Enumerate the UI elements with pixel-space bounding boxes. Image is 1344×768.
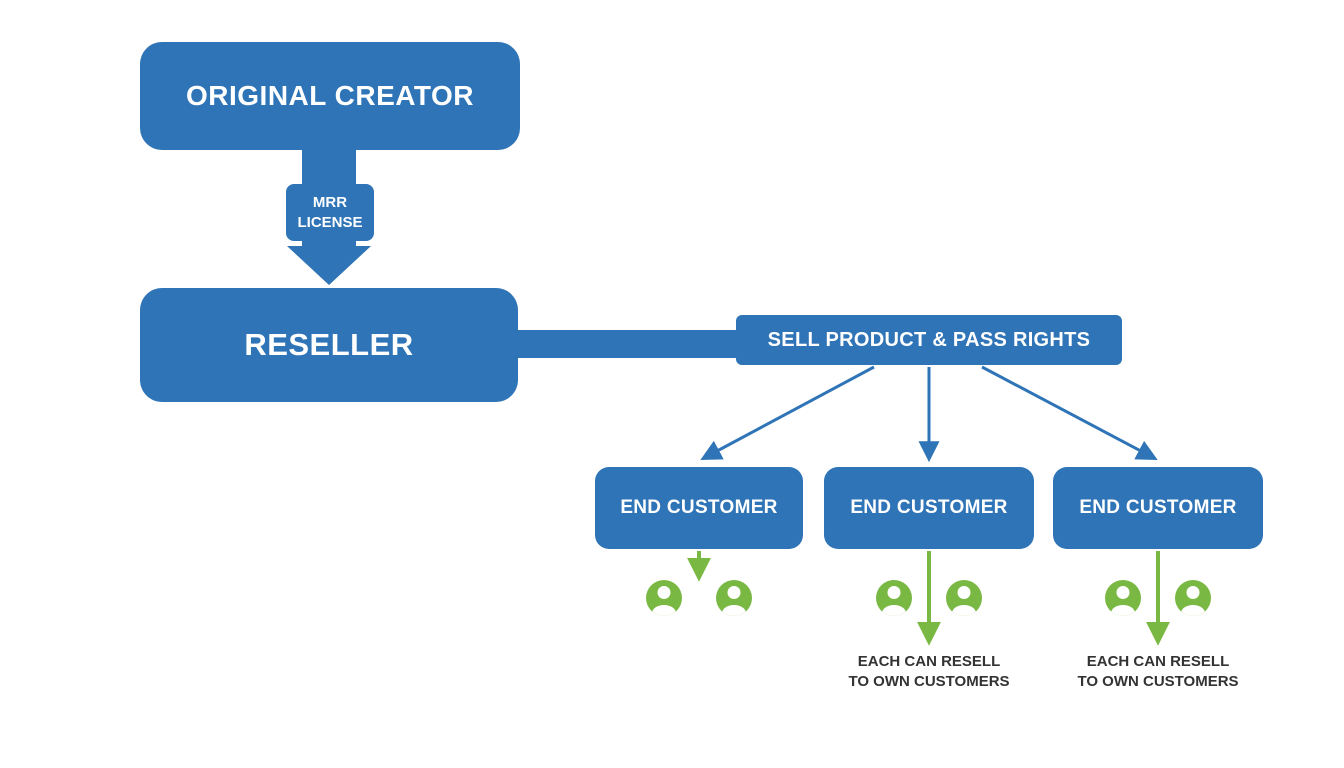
- resell-note-customer3: EACH CAN RESELL TO OWN CUSTOMERS: [1048, 652, 1268, 693]
- sell-product-box: SELL PRODUCT & PASS RIGHTS: [736, 315, 1122, 365]
- end-customer-box-3: END CUSTOMER: [1053, 467, 1263, 549]
- reseller-to-sell-bar: [512, 330, 742, 358]
- creator-to-reseller-arrowhead: [287, 246, 371, 285]
- person-icon: [1105, 580, 1141, 616]
- person-body: [652, 605, 676, 616]
- person-head: [1116, 586, 1130, 599]
- reseller-box: RESELLER: [140, 288, 518, 402]
- person-body: [882, 605, 906, 616]
- resell-note-line1: EACH CAN RESELL: [857, 653, 1001, 670]
- person-head: [1186, 586, 1200, 599]
- person-icon: [1175, 580, 1211, 616]
- person-icon: [876, 580, 912, 616]
- person-body: [722, 605, 746, 616]
- sell-to-customer3-arrow: [981, 365, 1158, 460]
- mrr-license-line2: LICENSE: [297, 213, 363, 231]
- person-head: [657, 586, 671, 599]
- mrr-license-box: MRR LICENSE: [286, 184, 374, 241]
- person-body: [1181, 605, 1205, 616]
- resell-note-line2: TO OWN CUSTOMERS: [848, 673, 1010, 691]
- person-body: [952, 605, 976, 616]
- resell-note-line2: TO OWN CUSTOMERS: [1077, 673, 1239, 691]
- end-customer-box-2: END CUSTOMER: [824, 467, 1034, 549]
- sell-to-customer1-arrow: [700, 365, 875, 460]
- person-icon: [716, 580, 752, 616]
- person-head: [887, 586, 901, 599]
- resell-note-customer2: EACH CAN RESELL TO OWN CUSTOMERS: [820, 652, 1038, 693]
- person-body: [1111, 605, 1135, 616]
- end-customer-box-1: END CUSTOMER: [595, 467, 803, 549]
- reseller-label: RESELLER: [244, 327, 414, 362]
- person-head: [727, 586, 741, 599]
- person-icon: [646, 580, 682, 616]
- end-customer-label: END CUSTOMER: [850, 497, 1008, 518]
- original-creator-box: ORIGINAL CREATOR: [140, 42, 520, 150]
- sell-product-label: SELL PRODUCT & PASS RIGHTS: [767, 328, 1091, 351]
- mrr-license-line1: MRR: [312, 194, 348, 211]
- end-customer-label: END CUSTOMER: [620, 497, 778, 518]
- original-creator-label: ORIGINAL CREATOR: [185, 80, 474, 111]
- person-icon: [946, 580, 982, 616]
- resell-note-line1: EACH CAN RESELL: [1086, 653, 1230, 670]
- end-customer-label: END CUSTOMER: [1079, 497, 1237, 518]
- person-head: [957, 586, 971, 599]
